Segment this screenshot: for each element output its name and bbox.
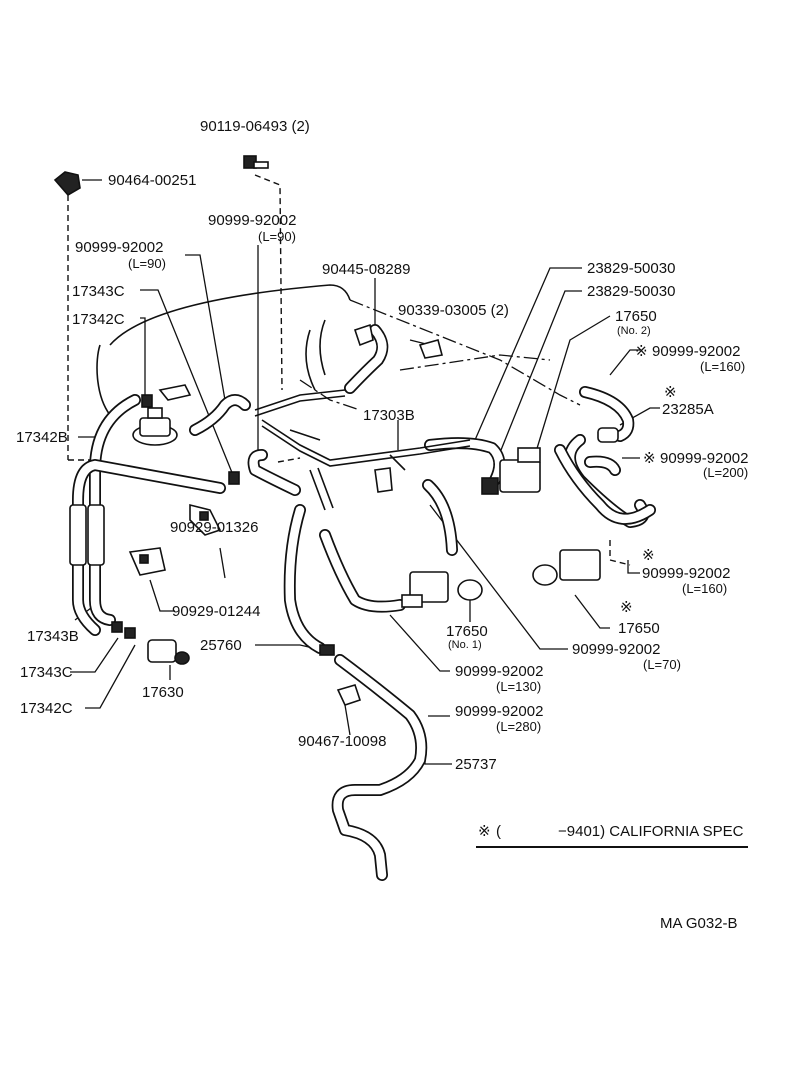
label-90999-92002-rb160: 90999-92002 <box>642 565 730 582</box>
california-spec-note: ※ ( −9401) CALIFORNIA SPEC <box>476 822 748 848</box>
label-25760: 25760 <box>200 637 242 654</box>
vsv-part-17650-no1 <box>401 571 483 608</box>
label-90999-92002-r160-length: (L=160) <box>700 359 745 374</box>
label-90929-01244: 90929-01244 <box>172 603 260 620</box>
label-90929-01326: 90929-01326 <box>170 519 258 536</box>
asterisk-mark: ※ <box>664 383 677 401</box>
label-17650-no1: 17650 <box>446 623 488 640</box>
label-90999-92002-top: 90999-92002 <box>208 212 296 229</box>
label-17630: 17630 <box>142 684 184 701</box>
label-90999-92002-130-length: (L=130) <box>496 679 541 694</box>
label-23829-50030-b: 23829-50030 <box>587 283 675 300</box>
label-23285A: 23285A <box>662 401 714 418</box>
label-90999-92002-280: 90999-92002 <box>455 703 543 720</box>
label-17342C-bottom: 17342C <box>20 700 73 717</box>
vsv-part-17650-no2 <box>481 447 541 495</box>
label-17343C-bottom: 17343C <box>20 664 73 681</box>
note-open-paren: ( <box>496 823 501 840</box>
label-90999-92002-70: 90999-92002 <box>572 641 660 658</box>
vsv-part-17650-california <box>532 549 601 586</box>
label-17650-right: 17650 <box>618 620 660 637</box>
parts <box>53 155 619 706</box>
label-90999-92002-280-length: (L=280) <box>496 719 541 734</box>
asterisk-mark: ※ <box>642 546 655 564</box>
label-17650-no1-sub: (No. 1) <box>448 639 482 651</box>
label-90999-92002-top-length: (L=90) <box>258 229 296 244</box>
asterisk-mark: ※ <box>620 598 633 616</box>
label-17342C-top: 17342C <box>72 311 125 328</box>
label-25737: 25737 <box>455 756 497 773</box>
asterisk-mark: ※ <box>635 342 648 360</box>
label-90999-92002-left: 90999-92002 <box>75 239 163 256</box>
label-17650-no2: 17650 <box>615 308 657 325</box>
label-17650-no2-sub: (No. 2) <box>617 325 651 337</box>
label-90999-92002-r200-length: (L=200) <box>703 465 748 480</box>
engine-outline <box>96 284 581 416</box>
label-17342B: 17342B <box>16 429 68 446</box>
label-90999-92002-rb160-length: (L=160) <box>682 581 727 596</box>
filter-part-17630 <box>147 639 190 665</box>
valve-part <box>132 407 178 446</box>
label-90467-10098: 90467-10098 <box>298 733 386 750</box>
note-text: −9401) CALIFORNIA SPEC <box>558 823 744 840</box>
label-90464-00251: 90464-00251 <box>108 172 196 189</box>
bracket-part-90929-01326 <box>189 503 222 536</box>
bracket-part-90929-01244 <box>128 547 166 576</box>
leader-lines <box>67 174 660 765</box>
bolt-part <box>243 155 269 169</box>
label-90119-06493: 90119-06493 (2) <box>200 118 310 135</box>
part-labels: 90119-06493 (2) 90464-00251 90999-92002 … <box>16 118 748 773</box>
label-17303B: 17303B <box>363 407 415 424</box>
label-90999-92002-70-length: (L=70) <box>643 657 681 672</box>
label-90999-92002-130: 90999-92002 <box>455 663 543 680</box>
label-17343C-top: 17343C <box>72 283 125 300</box>
label-23829-50030-a: 23829-50030 <box>587 260 675 277</box>
label-90339-03005: 90339-03005 (2) <box>398 302 509 319</box>
label-90999-92002-left-length: (L=90) <box>128 256 166 271</box>
label-90445-08289: 90445-08289 <box>322 261 410 278</box>
part-23285A <box>597 427 619 443</box>
asterisk-mark: ※ <box>643 449 656 467</box>
hoses <box>69 324 656 881</box>
figure-code: MA G032-B <box>660 915 738 932</box>
label-17343B: 17343B <box>27 628 79 645</box>
clip-part-90464 <box>53 171 81 197</box>
note-asterisk: ※ <box>478 822 491 840</box>
label-90999-92002-r160: 90999-92002 <box>652 343 740 360</box>
label-90999-92002-r200: 90999-92002 <box>660 450 748 467</box>
